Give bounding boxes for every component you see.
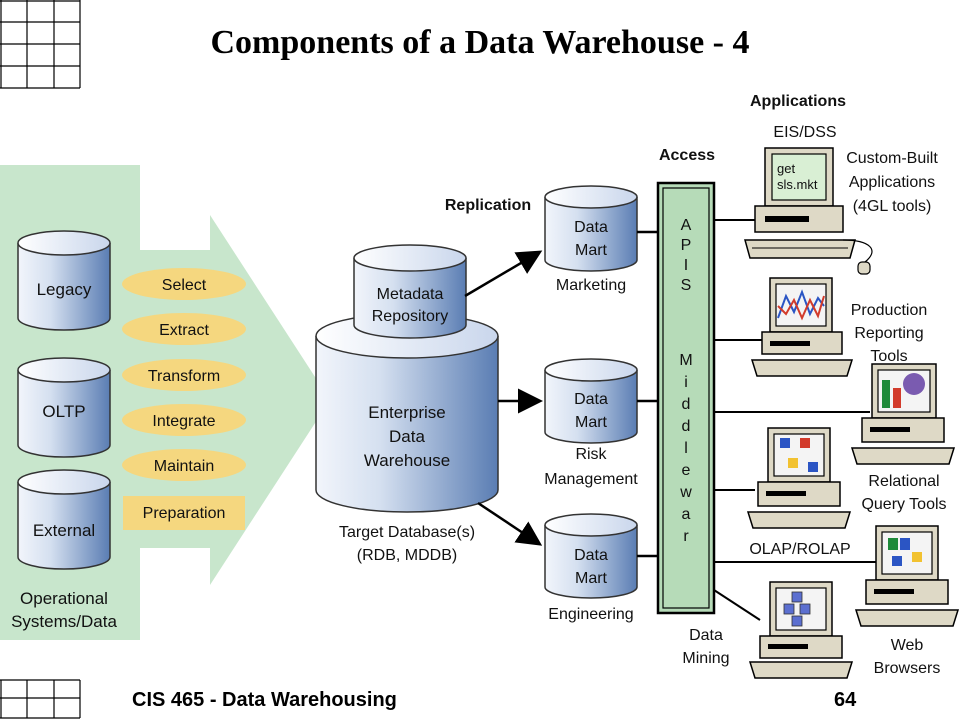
relational-line2: Query Tools [861,496,946,513]
svg-text:M: M [679,352,692,369]
data-mart-marketing: Data Mart [544,185,638,272]
screen-text-line2: sls.mkt [777,177,818,192]
olap-label: OLAP/ROLAP [749,541,850,558]
data-mart-engineering: Data Mart [544,513,638,599]
svg-text:d: d [682,418,691,435]
relational-line1: Relational [868,473,939,490]
svg-text:Metadata: Metadata [377,286,444,303]
svg-text:Select: Select [162,277,207,294]
production-line3: Tools [870,348,907,365]
svg-text:d: d [682,396,691,413]
svg-text:Data: Data [389,427,425,446]
applications-header: Applications [750,93,846,110]
svg-text:Mart: Mart [575,242,608,259]
svg-text:Transform: Transform [148,368,220,385]
production-reporting-computer-icon [750,277,854,377]
eis-dss-computer-icon: get sls.mkt [744,147,873,275]
integrate-step: Integrate [122,404,246,436]
marketing-caption: Marketing [556,277,626,294]
svg-text:a: a [682,506,691,523]
svg-text:Mart: Mart [575,414,608,431]
web-browsers-line2: Browsers [874,660,941,677]
target-database-caption-line1: Target Database(s) [339,524,475,541]
svg-text:A: A [681,217,692,234]
target-database-caption-line2: (RDB, MDDB) [357,547,457,564]
web-browser-computer-icon [854,525,960,627]
apis-middleware-letters: A P I S M i d d l e w a r [679,217,692,545]
top-left-grid-decoration [0,0,81,89]
bottom-left-grid-decoration [0,679,81,719]
svg-text:i: i [684,374,688,391]
eis-dss-label: EIS/DSS [773,124,836,141]
olap-computer-icon [746,427,852,529]
custom-built-line1: Custom-Built [846,150,938,167]
data-mining-computer-icon [748,581,854,679]
access-label: Access [659,147,715,164]
mart-access-connectors [637,230,658,558]
svg-text:Maintain: Maintain [154,458,214,475]
preparation-box: Preparation [123,496,245,530]
data-mart-risk: Data Mart [544,358,638,444]
maintain-step: Maintain [122,449,246,481]
oltp-database: OLTP [17,357,111,458]
replication-label: Replication [445,197,531,214]
data-mining-line1: Data [689,627,723,644]
external-database: External [17,469,111,570]
replication-arrow-engineering [477,501,543,546]
svg-text:Repository: Repository [372,308,448,325]
production-line1: Production [851,302,928,319]
svg-text:I: I [684,257,688,274]
svg-text:Enterprise: Enterprise [368,403,445,422]
svg-text:w: w [679,484,692,501]
select-step: Select [122,268,246,300]
relational-query-computer-icon [850,363,956,465]
access-application-connectors [713,219,880,621]
extract-step: Extract [122,313,246,345]
risk-caption-line2: Management [544,471,638,488]
svg-text:P: P [681,237,692,254]
web-browsers-line1: Web [891,637,924,654]
svg-text:l: l [684,440,688,457]
svg-text:Data: Data [574,547,608,564]
svg-text:Data: Data [574,219,608,236]
apis-middleware-bar [656,181,716,615]
operational-caption-line1: Operational [20,589,108,608]
risk-caption-line1: Risk [575,446,607,463]
svg-text:e: e [682,462,691,479]
replication-arrow-marketing [464,250,543,298]
svg-text:Data: Data [574,391,608,408]
svg-text:r: r [683,528,689,545]
svg-text:Extract: Extract [159,322,209,339]
production-line2: Reporting [854,325,923,342]
enterprise-data-warehouse: Enterprise Data Warehouse [315,313,499,513]
svg-text:Warehouse: Warehouse [364,451,450,470]
transform-step: Transform [122,359,246,391]
screen-text-line1: get [777,161,795,176]
svg-text:Mart: Mart [575,570,608,587]
custom-built-line2: Applications [849,174,935,191]
preparation-arrow [110,215,330,585]
legacy-database: Legacy [17,230,111,331]
svg-text:S: S [681,277,692,294]
external-label: External [33,521,95,540]
legacy-label: Legacy [37,280,92,299]
footer-page-number: 64 [834,689,857,711]
slide-title: Components of a Data Warehouse - 4 [210,24,750,61]
operational-caption-line2: Systems/Data [11,612,117,631]
custom-built-line3: (4GL tools) [853,198,932,215]
footer-course-title: CIS 465 - Data Warehousing [132,689,397,711]
data-mining-line2: Mining [682,650,729,667]
oltp-label: OLTP [42,402,85,421]
engineering-caption: Engineering [548,606,633,623]
metadata-repository: Metadata Repository [353,244,467,339]
svg-text:Integrate: Integrate [152,413,215,430]
svg-text:Preparation: Preparation [143,505,226,522]
